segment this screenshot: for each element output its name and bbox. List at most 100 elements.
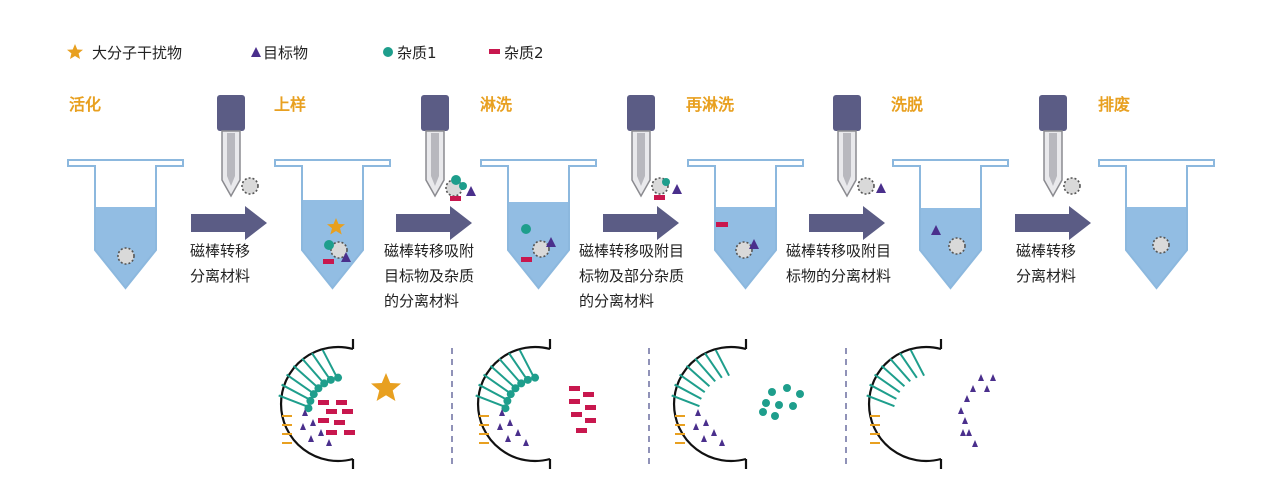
impurity2-dash <box>569 399 580 404</box>
rod-handle <box>1039 95 1067 131</box>
target-triangle <box>499 409 505 416</box>
legend: 大分子干扰物 目标物 杂质1 杂质2 <box>67 44 544 62</box>
step-titles: 活化 上样 淋洗 再淋洗 洗脱 排废 <box>69 95 1130 114</box>
star-icon <box>371 373 401 401</box>
target-triangle <box>984 385 990 392</box>
transfer-arrows <box>191 206 1091 240</box>
ligand-line <box>292 364 318 387</box>
magnetic-bead <box>532 240 550 258</box>
impurity2-dash <box>576 428 587 433</box>
magnetic-bead <box>117 247 135 265</box>
impurity1-dot <box>762 399 770 407</box>
rod-handle <box>627 95 655 131</box>
tube <box>892 159 1009 290</box>
step-title-wash: 淋洗 <box>480 95 512 114</box>
arrow-icon <box>396 206 472 240</box>
circle-icon <box>383 47 393 57</box>
ligand-line <box>889 357 911 383</box>
arrow-icon <box>1015 206 1091 240</box>
magnetic-rod <box>627 95 669 198</box>
impurity1-dot <box>326 375 335 384</box>
particles <box>117 175 1170 265</box>
ligand-line <box>909 349 925 377</box>
magnetic-rod <box>421 95 463 198</box>
target-triangle <box>970 385 976 392</box>
bead-surface <box>867 345 942 463</box>
target-triangle <box>515 429 521 436</box>
rod-handle <box>833 95 861 131</box>
target-triangle <box>326 439 332 446</box>
impurity1-dot <box>517 379 526 388</box>
ligand-line <box>685 364 711 387</box>
tube-outline <box>687 159 804 290</box>
ligand-line <box>475 394 504 408</box>
legend-label-interferent: 大分子干扰物 <box>92 44 182 62</box>
target-triangle <box>931 225 941 235</box>
ligand-line <box>873 373 901 393</box>
arrow-labels: 磁棒转移 分离材料 磁棒转移吸附 目标物及杂质 的分离材料 磁棒转移吸附目 标物… <box>190 242 1076 310</box>
tube <box>274 159 391 290</box>
target-triangle <box>962 417 968 424</box>
target-triangle <box>507 419 513 426</box>
impurity1-dot <box>523 375 532 384</box>
target-triangle <box>958 407 964 414</box>
target-triangle <box>672 184 682 194</box>
step-title-elute: 洗脱 <box>891 95 923 114</box>
bead-surface <box>672 345 747 463</box>
ligand-line <box>478 383 506 400</box>
target-triangle <box>990 374 996 381</box>
target-triangle <box>749 239 759 249</box>
ligand-line <box>498 357 520 383</box>
arrow-label-3: 磁棒转移吸附目 标物及部分杂质 的分离材料 <box>579 242 689 310</box>
target-triangle <box>695 409 701 416</box>
impurity2-dash <box>585 418 596 423</box>
ligand-line <box>278 394 307 408</box>
bead-closeup <box>671 339 748 469</box>
target-triangle <box>876 183 886 193</box>
tube-outline <box>67 159 184 290</box>
bead-closeup <box>866 339 943 469</box>
target-triangle <box>546 237 556 247</box>
bead-surface <box>476 345 551 463</box>
bead-closeups <box>278 339 996 469</box>
impurity1-dot <box>451 175 461 185</box>
ligand-line <box>866 394 895 408</box>
target-triangle <box>966 429 972 436</box>
impurity1-dot <box>506 390 515 399</box>
target-triangle <box>711 429 717 436</box>
tube-outline <box>274 159 391 290</box>
target-triangle <box>505 435 511 442</box>
arrow-label-2: 磁棒转移吸附 目标物及杂质 的分离材料 <box>384 242 479 310</box>
magnetic-rod <box>1039 95 1081 198</box>
tube-outline <box>480 159 597 290</box>
impurity1-dot <box>771 412 779 420</box>
magnetic-bead <box>948 237 966 255</box>
star-icon <box>67 44 83 59</box>
target-triangle <box>701 435 707 442</box>
magnetic-bead <box>1152 236 1170 254</box>
target-triangle <box>466 186 476 196</box>
impurity1-dot <box>334 373 343 382</box>
impurity1-dot <box>531 373 540 382</box>
impurity1-dot <box>759 408 767 416</box>
magnetic-bead <box>241 177 259 195</box>
impurity1-dot <box>662 178 670 186</box>
bead-surface <box>279 345 354 463</box>
rod-core <box>431 133 439 186</box>
step-title-rewash: 再淋洗 <box>686 95 734 114</box>
impurity1-dot <box>796 390 804 398</box>
rod-handle <box>217 95 245 131</box>
impurity1-dot <box>503 396 512 405</box>
rod-core <box>1049 133 1057 186</box>
impurity1-dot <box>306 396 315 405</box>
legend-label-impurity1: 杂质1 <box>397 44 437 62</box>
magnetic-bead <box>1063 177 1081 195</box>
impurity2-dash <box>585 405 596 410</box>
tube <box>1098 159 1215 290</box>
step-title-activate: 活化 <box>69 95 101 114</box>
magnetic-rods <box>217 95 1081 198</box>
bottom-separators <box>451 348 847 468</box>
impurity1-dot <box>304 404 313 413</box>
target-triangle <box>308 435 314 442</box>
